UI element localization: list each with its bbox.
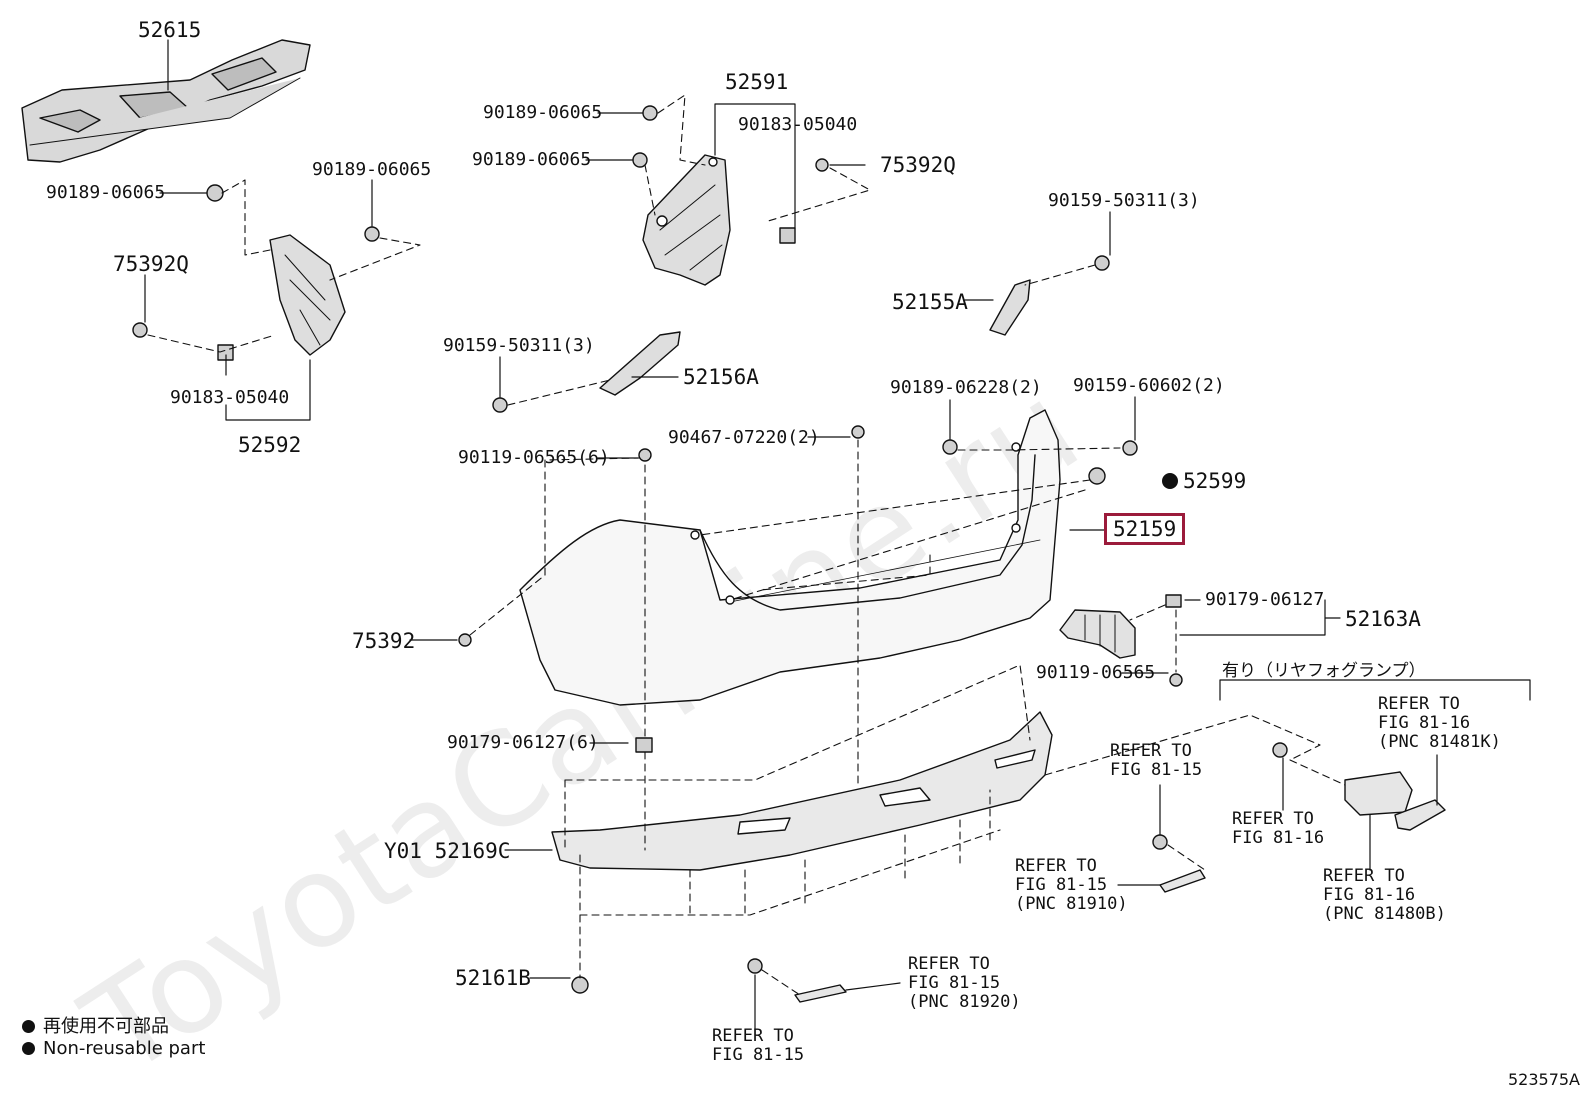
reflector-strip-81920[interactable] [794,984,847,1003]
fastener-label-90467-07220[interactable]: 90467-07220(2) [668,427,820,448]
dashed-assembly-lines [147,94,1346,996]
reference-line: REFER TO [1323,866,1405,886]
reference-line: REFER TO [1232,809,1314,829]
retainer-52155A[interactable] [989,279,1031,336]
fastener-label-90183-05040-a[interactable]: 90183-05040 [738,114,858,135]
reference-line: FIG 81-15 [1015,875,1108,895]
reference-line: FIG 81-15 [908,973,1001,993]
bullet-dot-icon [22,1042,35,1055]
fastener-label-90159-50311-a[interactable]: 90159-50311(3) [1048,190,1200,211]
reference-note-pnc-81481K[interactable]: REFER TO FIG 81-16 (PNC 81481K) [1378,695,1501,752]
reference-line: REFER TO [1110,741,1192,761]
non-reusable-marker [1162,473,1178,489]
rear-fog-lamp-note: 有り（リヤフォグランプ） [1222,661,1426,681]
part-label-52169C[interactable]: Y01 52169C [384,839,511,863]
reference-line: REFER TO [1015,856,1097,876]
bracket-52591[interactable] [642,154,731,286]
fastener-label-90159-50311-b[interactable]: 90159-50311(3) [443,335,595,356]
reference-line: REFER TO [908,954,990,974]
fastener-label-90189-06065-c[interactable]: 90189-06065 [46,182,166,203]
reference-line: (PNC 81481K) [1378,732,1501,752]
fastener-label-90189-06228[interactable]: 90189-06228(2) [890,377,1042,398]
reference-line: REFER TO [1378,694,1460,714]
part-label-52592[interactable]: 52592 [238,433,302,457]
part-label-75392[interactable]: 75392 [352,629,416,653]
reference-line: FIG 81-15 [1110,760,1203,780]
fastener-label-90189-06065-a[interactable]: 90189-06065 [483,102,603,123]
lower-cover-52169C[interactable] [551,711,1053,871]
part-label-52159: 52159 [1113,517,1177,541]
part-label-52615[interactable]: 52615 [138,18,202,42]
highlighted-part-52159[interactable]: 52159 [1104,513,1186,545]
bullet-dot-icon [22,1020,35,1033]
retainer-52156A[interactable] [599,331,681,396]
fasteners [132,105,1288,994]
reference-line: (PNC 81480B) [1323,904,1446,924]
reference-line: (PNC 81910) [1015,894,1128,914]
reference-note-pnc-81920[interactable]: REFER TO FIG 81-15 (PNC 81920) [908,955,1021,1012]
reference-line: FIG 81-16 [1232,828,1325,848]
leader-lines [144,39,1531,1031]
bracket-52163A[interactable] [1059,609,1136,659]
bracket-52592[interactable] [269,234,346,356]
fastener-label-90119-06565[interactable]: 90119-06565 [1036,662,1156,683]
fastener-label-90183-05040-b[interactable]: 90183-05040 [170,387,290,408]
part-label-52591[interactable]: 52591 [725,70,789,94]
part-label-75392Q-left[interactable]: 75392Q [113,252,189,276]
reference-note-fig-81-16[interactable]: REFER TO FIG 81-16 [1232,810,1324,848]
part-label-52599[interactable]: 52599 [1183,469,1247,493]
reference-line: FIG 81-16 [1378,713,1471,733]
reference-line: REFER TO [712,1026,794,1046]
legend-en: Non-reusable part [22,1038,205,1059]
legend-jp-text: 再使用不可部品 [43,1016,169,1037]
legend-en-text: Non-reusable part [43,1038,206,1059]
reference-line: FIG 81-16 [1323,885,1416,905]
fastener-label-90119-06565-6[interactable]: 90119-06565(6) [458,447,610,468]
reference-note-pnc-81910[interactable]: REFER TO FIG 81-15 (PNC 81910) [1015,857,1128,914]
diagram-code: 523575A [1507,1070,1580,1089]
reference-note-fig-81-15-a[interactable]: REFER TO FIG 81-15 [1110,742,1202,780]
fastener-label-90189-06065-b[interactable]: 90189-06065 [472,149,592,170]
part-label-52163A[interactable]: 52163A [1345,607,1421,631]
reflector-strip-81910[interactable] [1159,869,1206,893]
reflector-assembly[interactable] [1344,771,1446,831]
fastener-label-90189-06065-d[interactable]: 90189-06065 [312,159,432,180]
reinforcement-beam-52615[interactable] [21,39,311,163]
fastener-label-90159-60602[interactable]: 90159-60602(2) [1073,375,1225,396]
fastener-label-90179-06127-6[interactable]: 90179-06127(6) [447,732,599,753]
part-label-52156A[interactable]: 52156A [683,365,759,389]
reference-note-fig-81-15-b[interactable]: REFER TO FIG 81-15 [712,1027,804,1065]
reference-line: FIG 81-15 [712,1045,805,1065]
legend-jp: 再使用不可部品 [22,1012,169,1038]
part-label-52161B[interactable]: 52161B [455,966,531,990]
part-label-52155A[interactable]: 52155A [892,290,968,314]
reference-line: (PNC 81920) [908,992,1021,1012]
reference-note-pnc-81480B[interactable]: REFER TO FIG 81-16 (PNC 81480B) [1323,867,1446,924]
fastener-label-90179-06127-a[interactable]: 90179-06127 [1205,589,1325,610]
part-label-75392Q-right[interactable]: 75392Q [880,153,956,177]
